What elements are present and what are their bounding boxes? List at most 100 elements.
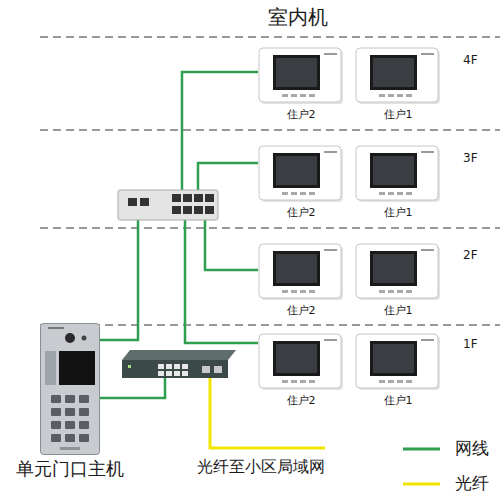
indoor-unit-figure [355,333,441,391]
door-key [65,421,75,429]
switch-port [194,206,203,214]
unit-button [388,290,394,293]
switch-port [158,371,164,376]
switch-port [174,364,180,369]
floor-label: 1F [463,337,478,351]
unit-button [388,192,394,195]
switch-port [194,194,203,202]
switch-top [122,350,236,360]
switch-port [182,371,188,376]
switch-port [166,364,172,369]
network-cable [205,220,258,270]
floor-divider [40,130,500,131]
unit-body [356,244,438,298]
unit-button [379,94,385,97]
resident-label: 住户1 [384,108,413,121]
indoor-unit: 住户1 [355,333,441,391]
door-brand [48,327,64,329]
unit-screen-frame [273,341,320,376]
unit-screen [373,58,414,87]
resident-label: 住户2 [287,394,316,407]
door-speaker [60,447,80,450]
unit-logo [324,151,337,153]
unit-screen-frame [273,251,320,286]
indoor-unit: 住户2 [258,145,344,203]
legend-text: 光纤 [455,473,489,493]
legend-line-sample [403,448,440,451]
door-key [79,434,89,442]
unit-button [406,290,412,293]
unit-screen-frame [370,341,417,376]
unit-button [388,94,394,97]
resident-label: 住户2 [287,108,316,121]
unit-body [259,48,341,102]
indoor-unit: 住户2 [258,47,344,105]
text-holder: 网线 [455,438,489,458]
unit-button [282,380,288,383]
floor-label: 4F [463,53,478,67]
floor-dividers [40,37,500,325]
door-key [65,395,75,403]
unit-screen-frame [370,251,417,286]
unit-logo [324,249,337,251]
unit-screen-frame [273,55,320,90]
unit-logo [324,339,337,341]
door-camera [65,333,75,343]
floor-divider [40,228,500,229]
unit-button [291,380,297,383]
unit-button [282,290,288,293]
unit-screen-frame [273,153,320,188]
network-cable [100,378,165,398]
door-key [79,408,89,416]
unit-screen [276,344,317,373]
indoor-unit-figure [258,243,344,301]
text-holder: 4F [463,49,478,68]
switch-port [172,206,181,214]
switch-port [128,198,137,206]
switch-body [122,360,228,378]
unit-logo [421,339,434,341]
status-light [128,365,131,368]
unit-button [300,290,306,293]
door-station-figure [40,323,100,455]
indoor-unit: 住户2 [258,243,344,301]
switch-port [183,206,192,214]
door-screen [59,351,95,385]
door-key [51,408,61,416]
unit-body [259,334,341,388]
unit-screen-frame [370,153,417,188]
network-cables [100,72,258,398]
unit-screen [373,344,414,373]
unit-button [406,192,412,195]
fiber-port [214,366,222,373]
unit-button [291,94,297,97]
unit-button [388,380,394,383]
door-key [51,434,61,442]
switch-port [183,194,192,202]
unit-button [282,192,288,195]
resident-label: 住户1 [384,206,413,219]
unit-logo [421,53,434,55]
switch-port [158,364,164,369]
lower-switch [122,350,236,378]
unit-body [356,334,438,388]
unit-button [309,192,315,195]
switch-body [118,190,218,220]
text-holder: 光纤至小区局域网 [197,457,325,476]
unit-button [379,290,385,293]
legend-line-sample [403,483,440,486]
resident-label: 住户2 [287,304,316,317]
unit-body [356,146,438,200]
door-body [41,324,100,455]
door-key [51,421,61,429]
floor-label: 3F [463,151,478,165]
door-key [65,434,75,442]
floor-divider [40,37,500,38]
switch-port [172,194,181,202]
resident-label: 住户1 [384,304,413,317]
unit-button [309,94,315,97]
unit-button [379,192,385,195]
unit-screen [373,254,414,283]
switch-port [205,194,214,202]
switch-port [182,364,188,369]
